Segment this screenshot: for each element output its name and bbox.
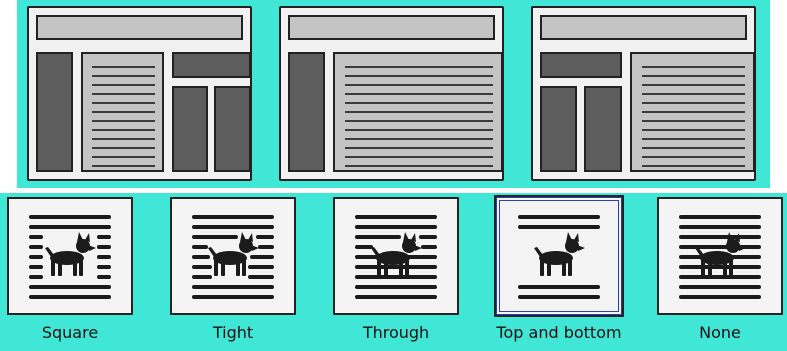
wrap-illustration <box>679 215 761 299</box>
wrap-illustration <box>518 215 600 299</box>
text-lines <box>642 66 745 174</box>
image-block <box>214 86 251 172</box>
wrap-label-through: Through <box>362 323 430 342</box>
wrap-option-through[interactable] <box>333 197 459 315</box>
image-block <box>172 52 251 78</box>
dog-icon <box>45 232 96 276</box>
dog-icon <box>534 232 585 276</box>
dog-icon <box>371 232 422 276</box>
header-block <box>540 15 747 40</box>
wrap-illustration <box>29 215 111 299</box>
wrap-label-none: None <box>699 323 741 342</box>
wrap-option-tight[interactable] <box>170 197 296 315</box>
page-layout-card-3[interactable] <box>531 6 756 181</box>
wrap-option-top-and-bottom[interactable] <box>494 195 624 317</box>
wrap-label-top-and-bottom: Top and bottom <box>496 323 622 342</box>
text-wrap-panel: Square <box>0 193 787 351</box>
wrap-illustration <box>355 215 437 299</box>
wrap-option-square[interactable] <box>7 197 133 315</box>
image-block <box>540 86 577 172</box>
text-block <box>333 52 503 172</box>
text-block <box>630 52 755 172</box>
wrap-illustration <box>192 215 274 299</box>
header-block <box>36 15 243 40</box>
image-block <box>288 52 325 172</box>
image-block <box>36 52 73 172</box>
page-layouts-panel <box>17 0 770 188</box>
text-block <box>81 52 164 172</box>
wrap-label-square: Square <box>41 323 99 342</box>
dog-icon <box>208 232 259 276</box>
header-block <box>288 15 495 40</box>
wrap-label-tight: Tight <box>212 323 254 342</box>
page-layout-card-2[interactable] <box>279 6 504 181</box>
page-layout-card-1[interactable] <box>27 6 252 181</box>
image-block <box>172 86 208 172</box>
image-block <box>540 52 622 78</box>
text-lines <box>345 66 493 174</box>
image-block <box>584 86 622 172</box>
wrap-option-none[interactable] <box>657 197 783 315</box>
text-lines <box>92 66 155 174</box>
